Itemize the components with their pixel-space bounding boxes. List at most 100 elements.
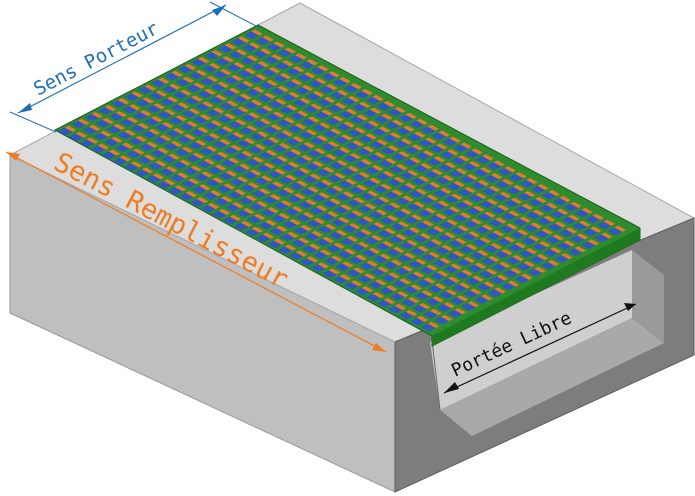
grating-cell-blue <box>395 197 411 206</box>
grating-cell-blue <box>405 146 420 154</box>
grating-cell-blue <box>231 38 246 47</box>
grating-cell-orange <box>492 230 505 237</box>
grating-cell-blue <box>343 154 358 163</box>
grating-cell-orange <box>491 173 503 180</box>
grating-cell-blue <box>211 83 226 92</box>
grating-cell-orange <box>364 203 377 210</box>
grating-cell-blue <box>58 127 73 136</box>
grating-cell-orange <box>336 159 348 167</box>
grating-cell-orange <box>115 110 128 118</box>
grating-cell-orange <box>499 261 511 268</box>
grating-cell-blue <box>287 195 302 203</box>
grating-cell-orange <box>307 186 319 193</box>
grating-cell-orange <box>162 121 174 129</box>
grating-cell-blue <box>191 58 206 67</box>
grating-cell-orange <box>468 231 480 238</box>
grating-cell-orange <box>565 227 578 234</box>
grating-cell-orange <box>510 267 522 274</box>
grating-cell-orange <box>285 174 297 181</box>
grating-cell-orange <box>485 268 498 275</box>
grating-cell-blue <box>371 198 386 207</box>
grating-cell-orange <box>433 156 446 163</box>
grating-cell-blue <box>515 205 530 214</box>
grating-cell-blue <box>391 153 407 161</box>
grating-cell-orange <box>166 96 179 103</box>
grating-cell-orange <box>274 168 286 175</box>
grating-cell-blue <box>257 94 272 103</box>
grating-cell-blue <box>219 102 235 111</box>
grating-cell-blue <box>226 133 241 142</box>
grating-cell-blue <box>190 198 205 207</box>
grating-cell-orange <box>445 289 458 296</box>
grating-cell-blue <box>530 185 546 194</box>
grating-cell-orange <box>260 48 272 55</box>
grating-cell-orange <box>196 196 209 204</box>
grating-cell-orange <box>404 182 417 189</box>
grating-cell-orange <box>325 153 337 161</box>
grating-cell-blue <box>434 316 449 325</box>
grating-cell-blue <box>420 196 435 205</box>
grating-cell-orange <box>273 41 285 48</box>
grating-cell-blue <box>369 141 385 149</box>
grating-cell-blue <box>285 207 300 216</box>
grating-cell-blue <box>326 244 342 253</box>
grating-cell-blue <box>354 90 370 99</box>
grating-cell-blue <box>236 209 251 218</box>
grating-cell-orange <box>321 109 333 116</box>
grating-cell-orange <box>396 163 408 171</box>
grating-cell-orange <box>368 247 381 254</box>
grating-cell-orange <box>195 139 207 146</box>
grating-cell-orange <box>557 208 569 215</box>
grating-cell-orange <box>378 126 391 133</box>
grating-cell-orange <box>506 223 518 230</box>
grating-cell-blue <box>384 191 400 200</box>
grating-cell-orange <box>252 156 264 163</box>
grating-cell-blue <box>305 162 320 171</box>
grating-cell-orange <box>548 189 560 197</box>
grating-cell-orange <box>64 125 77 132</box>
grating-cell-blue <box>476 283 492 292</box>
grating-cell-blue <box>301 118 316 127</box>
grating-cell-blue <box>537 217 552 226</box>
trench-back-wall <box>430 250 632 410</box>
grating-cell-blue <box>204 122 219 130</box>
grating-cell-orange <box>133 148 145 155</box>
grating-cell-blue <box>401 298 416 307</box>
grating-cell-orange <box>217 151 229 158</box>
grating-cell-blue <box>109 112 124 121</box>
grating-cell-blue <box>417 209 433 217</box>
grating-cell-orange <box>248 112 260 119</box>
grating-cell-blue <box>230 108 246 116</box>
grating-cell-orange <box>413 201 425 208</box>
grating-cell-orange <box>570 201 582 209</box>
grating-cell-blue <box>388 235 404 244</box>
grating-cell-orange <box>355 254 367 261</box>
grating-cell-blue <box>228 121 243 129</box>
grating-cell-orange <box>524 190 536 198</box>
grating-cell-orange <box>477 249 489 257</box>
grating-cell-blue <box>232 165 247 174</box>
grating-cell-orange <box>375 279 387 286</box>
grating-cell-blue <box>178 65 193 74</box>
grating-cell-blue <box>205 179 221 187</box>
grating-cell-blue <box>179 122 195 131</box>
grating-cell-blue <box>340 237 355 246</box>
grating-cell-orange <box>405 309 418 317</box>
grating-cell-orange <box>481 224 494 231</box>
grating-cell-blue <box>386 248 401 257</box>
grating-cell-orange <box>389 202 401 209</box>
grating-cell-blue <box>273 74 288 83</box>
grating-cell-blue <box>369 211 384 219</box>
grating-cell-blue <box>285 137 301 146</box>
grating-cell-blue <box>251 62 266 71</box>
grating-cell-orange <box>397 291 409 298</box>
grating-cell-orange <box>338 217 350 224</box>
grating-cell-orange <box>89 124 101 131</box>
grating-cell-orange <box>213 107 225 114</box>
grating-cell-orange <box>308 116 320 123</box>
grating-cell-orange <box>480 167 492 174</box>
grating-cell-blue <box>516 262 532 271</box>
grating-cell-blue <box>519 249 534 258</box>
grating-cell-orange <box>340 204 352 211</box>
grating-cell-blue <box>468 194 484 203</box>
